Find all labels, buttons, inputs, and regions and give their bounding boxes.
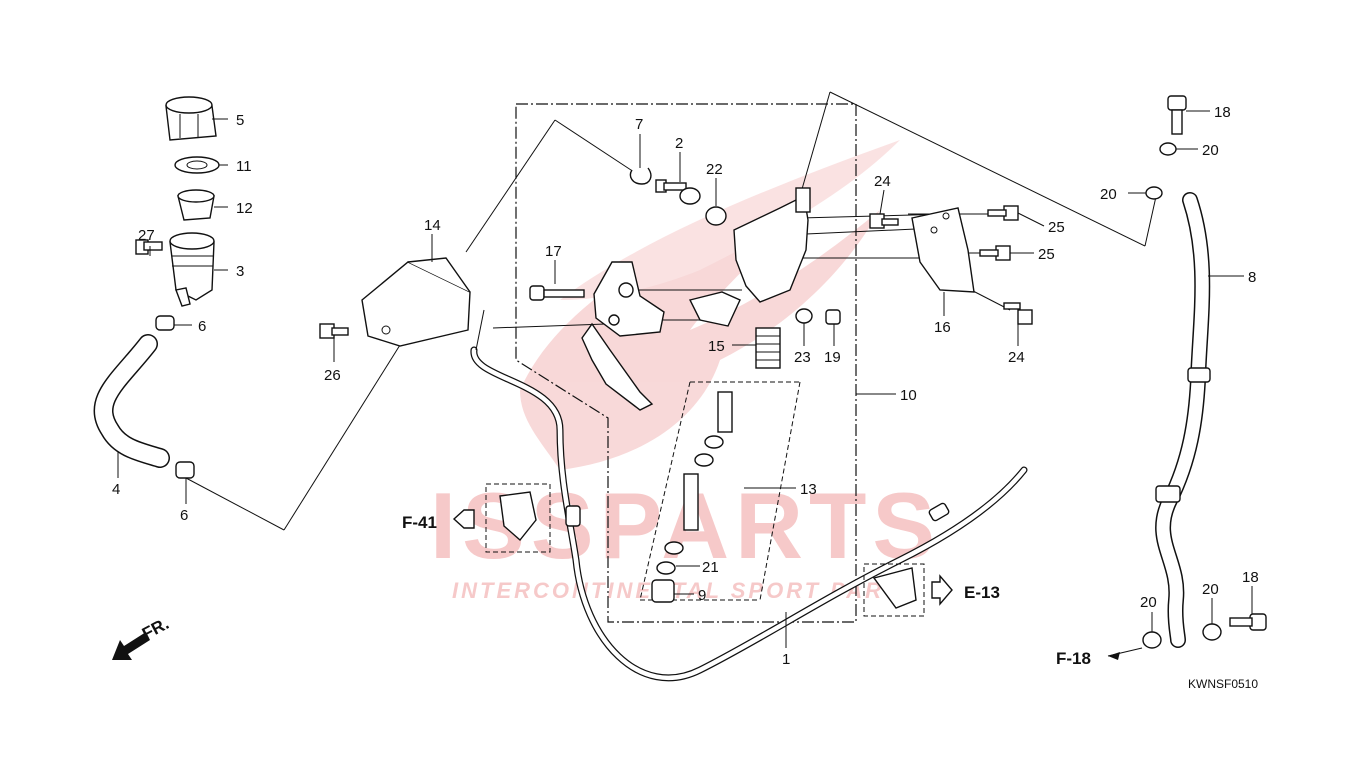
callout-10: 10 — [900, 387, 917, 404]
callout-1: 1 — [782, 651, 790, 668]
o-ring-22 — [705, 206, 727, 226]
ref-f18-arrow-icon — [1108, 652, 1120, 660]
callout-9: 9 — [698, 587, 706, 604]
lever-bracket — [593, 261, 665, 337]
diaphragm-plate — [174, 156, 220, 174]
ref-box-e13 — [863, 563, 925, 617]
bolt-25-upper — [987, 205, 1019, 221]
ref-f41-label: F-41 — [402, 513, 437, 532]
ref-f18-label: F-18 — [1056, 649, 1091, 668]
piston-set-13 — [651, 391, 733, 603]
callout-leaders — [117, 110, 1253, 657]
ref-e13-label: E-13 — [964, 583, 1000, 602]
callout-12: 12 — [236, 200, 253, 217]
callout-23: 23 — [794, 349, 811, 366]
callout-6-upper: 6 — [198, 318, 206, 335]
wing-logo-watermark — [520, 140, 900, 470]
bolt-25-lower — [979, 245, 1011, 261]
diaphragm — [177, 189, 215, 221]
callout-22: 22 — [706, 161, 723, 178]
callout-25-upper: 25 — [1048, 219, 1065, 236]
callout-21: 21 — [702, 559, 719, 576]
clip-6-upper — [155, 315, 175, 331]
callout-24-upper: 24 — [874, 173, 891, 190]
callout-8: 8 — [1248, 269, 1256, 286]
nut-19 — [825, 309, 841, 325]
callout-16: 16 — [934, 319, 951, 336]
ref-f41: F-41 — [402, 509, 475, 532]
brake-hose-8 — [1155, 192, 1211, 648]
callout-26: 26 — [324, 367, 341, 384]
callout-14: 14 — [424, 217, 441, 234]
callout-7: 7 — [635, 116, 643, 133]
callout-27: 27 — [138, 227, 155, 244]
callout-20-c: 20 — [1140, 594, 1157, 611]
callout-20-b: 20 — [1100, 186, 1117, 203]
clutch-cable-1 — [470, 309, 1028, 682]
circlip-7 — [629, 167, 652, 185]
assembly-frame — [515, 103, 857, 623]
washer-20-d — [1202, 623, 1222, 641]
callout-4: 4 — [112, 481, 120, 498]
lever-link — [581, 322, 654, 411]
callout-5: 5 — [236, 112, 244, 129]
washer-20-a — [1159, 142, 1177, 156]
front-arrow-icon — [112, 632, 150, 660]
bolt-24-lower — [1003, 302, 1033, 325]
callout-13: 13 — [800, 481, 817, 498]
ref-e13-arrow-icon — [931, 574, 953, 606]
clamp-14 — [361, 257, 471, 347]
callout-18-upper: 18 — [1214, 104, 1231, 121]
screw-27 — [135, 239, 163, 255]
diagram-code: KWNSF0510 — [1188, 677, 1258, 691]
callout-25-lower: 25 — [1038, 246, 1055, 263]
master-cylinder-body — [688, 187, 811, 327]
watermark: ISSPARTS INTERCONTINENTAL SPORT PARTS — [430, 140, 935, 603]
ref-e13: E-13 — [931, 574, 1000, 606]
callout-24-lower: 24 — [1008, 349, 1025, 366]
callout-15: 15 — [708, 338, 725, 355]
hose-4 — [93, 334, 170, 468]
spring-15 — [755, 327, 781, 369]
callout-11: 11 — [236, 158, 252, 175]
banjo-bolt-18-upper — [1167, 95, 1187, 135]
washer-20-c — [1142, 631, 1162, 649]
callout-19: 19 — [824, 349, 841, 366]
callout-20-d: 20 — [1202, 581, 1219, 598]
ref-f18: F-18 — [1056, 649, 1120, 668]
callout-3: 3 — [236, 263, 244, 280]
screw-26 — [319, 323, 349, 339]
washer-20-b — [1145, 186, 1163, 200]
callout-18-lower: 18 — [1242, 569, 1259, 586]
bracket-16 — [911, 207, 975, 293]
callout-2: 2 — [675, 135, 683, 152]
ref-box-f41 — [485, 483, 551, 553]
bolt-17 — [529, 285, 585, 301]
banjo-bolt-18-lower — [1229, 613, 1267, 631]
front-direction: FR. — [112, 614, 172, 660]
reservoir-cap — [165, 96, 217, 141]
ref-f41-arrow-icon — [452, 509, 475, 529]
washer-23 — [795, 308, 813, 324]
callout-17: 17 — [545, 243, 562, 260]
callout-20-a: 20 — [1202, 142, 1219, 159]
reservoir — [169, 232, 215, 307]
clip-6-lower — [175, 461, 195, 479]
callout-6-lower: 6 — [180, 507, 188, 524]
assembly-lines — [185, 91, 1158, 601]
bolt-24-upper — [869, 213, 899, 229]
pivot-bolt-2 — [655, 179, 701, 205]
callout-numbers: 5 11 12 27 3 6 4 6 14 26 7 2 22 17 15 23… — [112, 104, 1259, 668]
